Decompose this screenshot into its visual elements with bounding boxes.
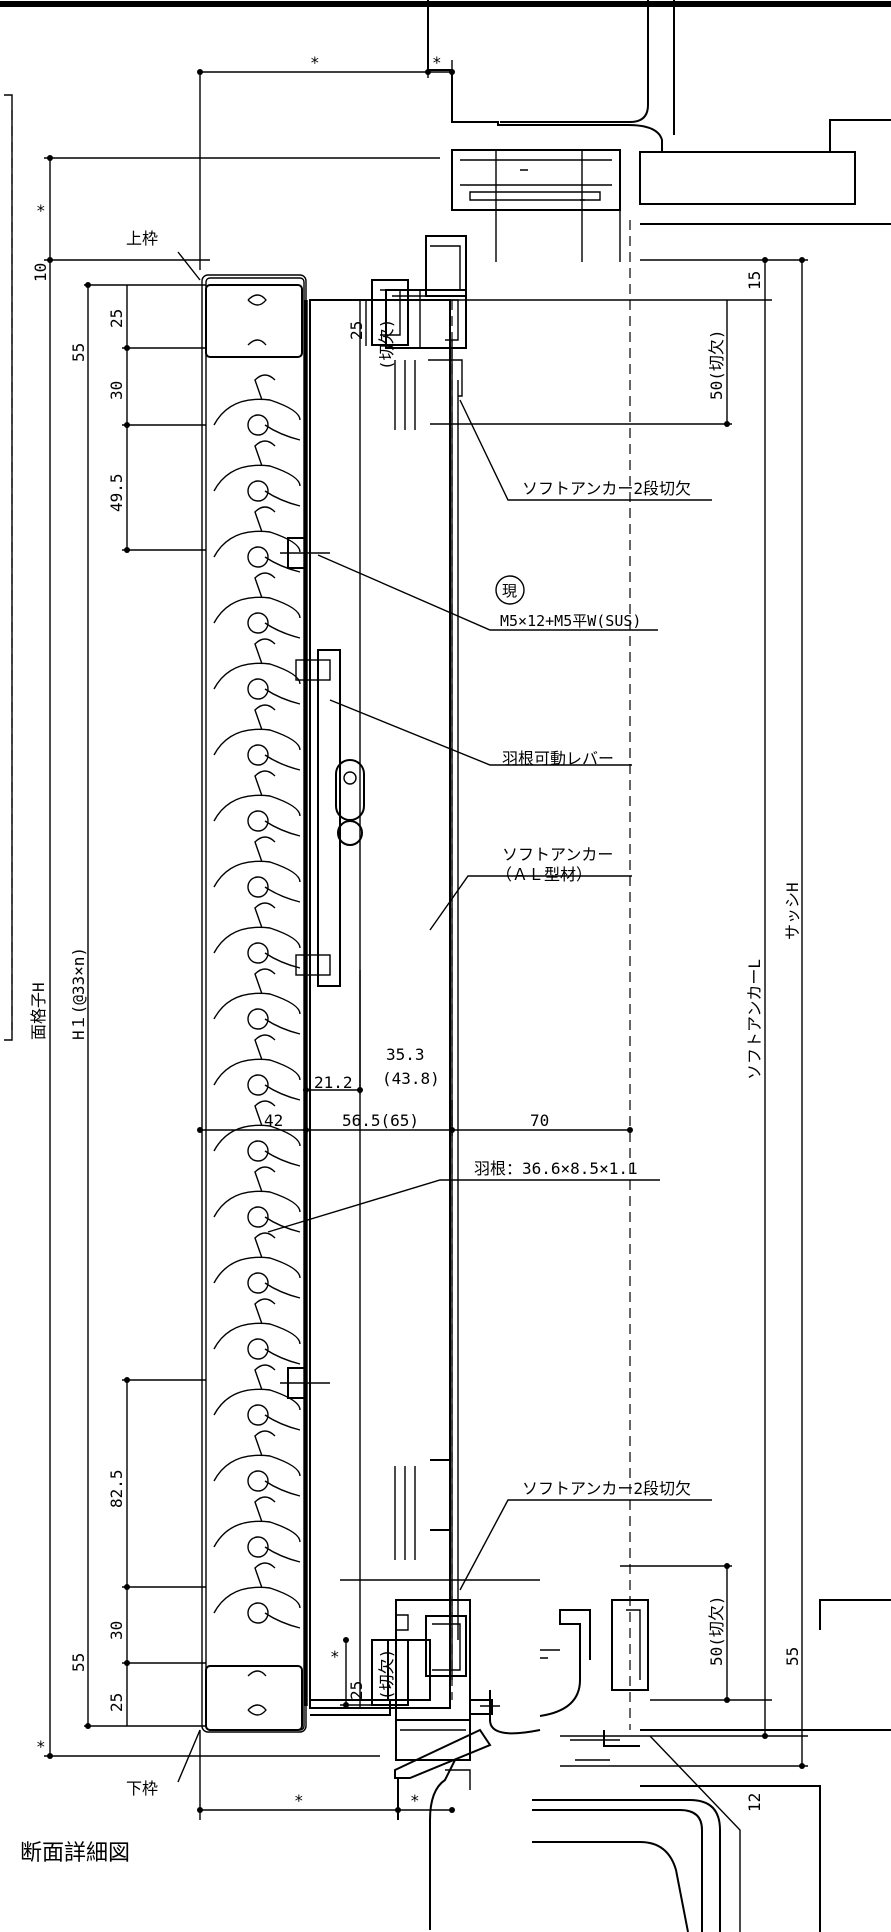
dim-left-star-2: * [36, 1737, 46, 1756]
label-screw-spec: M5×12+M5平W(SUS) [500, 612, 641, 630]
label-h1: H１(@33×n) [69, 947, 88, 1040]
dim-82-5: 82.5 [107, 1469, 126, 1508]
dim-21-2: 21.2 [314, 1073, 353, 1092]
dim-top-star-1: * [310, 53, 320, 72]
left-bracket [4, 94, 13, 1041]
dim-25-notch-top: 25 [347, 321, 366, 340]
dim-notch-top: (切欠) [377, 319, 396, 370]
dim-30-bottom: 30 [107, 1621, 126, 1640]
dim-10: 10 [31, 263, 50, 282]
dim-left-star-1: * [36, 201, 46, 220]
dim-top-star-2: * [432, 53, 442, 72]
dimension-lines [44, 60, 808, 1932]
label-blade-spec: 羽根：36.6×8.5×1.1 [474, 1159, 638, 1178]
dim-70: 70 [530, 1111, 549, 1130]
label-sash-h: サッシH [783, 882, 802, 940]
dim-35-3: 35.3 [386, 1045, 425, 1064]
label-upper-frame: 上枠 [126, 229, 158, 248]
site-mark-circle [495, 575, 525, 605]
label-soft-anchor-material: （ＡＬ型材） [496, 865, 592, 884]
dim-notch-star: * [330, 1647, 340, 1666]
label-notch-top: ソフトアンカー2段切欠 [522, 479, 691, 498]
dim-25-bottom: 25 [107, 1693, 126, 1712]
label-blade-lever: 羽根可動レバー [502, 749, 614, 768]
dim-notch-bottom: (切欠) [377, 1649, 396, 1700]
lower-sash [387, 1599, 891, 1932]
dim-55-right: 55 [783, 1647, 802, 1666]
dim-bottom-star-2: * [410, 1791, 420, 1810]
annotations: * * * * * * * 上枠 下枠 ソフトアンカー2段切欠 ソフトアンカー2… [20, 53, 802, 1866]
dim-55-bottom: 55 [69, 1653, 88, 1672]
label-facade-h: 面格子H [29, 982, 48, 1040]
louver-blades [213, 374, 301, 1629]
dim-25-top: 25 [107, 309, 126, 328]
dim-50-notch-top: 50(切欠) [707, 329, 726, 400]
drawing-title: 断面詳細図 [20, 1841, 130, 1866]
label-soft-anchor-l: ソフトアンカーL [745, 959, 764, 1080]
dim-55-top: 55 [69, 343, 88, 362]
site-mark: 現 [502, 582, 517, 600]
soft-anchor-profile [309, 220, 631, 1730]
label-soft-anchor: ソフトアンカー [502, 845, 613, 864]
dim-bottom-star-1: * [294, 1791, 304, 1810]
dim-49-5: 49.5 [107, 473, 126, 512]
label-notch-bottom: ソフトアンカー2段切欠 [522, 1479, 691, 1498]
dim-15: 15 [745, 271, 764, 290]
blade-lever [280, 537, 365, 1399]
sash-frame [385, 0, 891, 349]
dim-25-notch-bottom: 25 [347, 1681, 366, 1700]
dim-56-5: 56.5(65) [342, 1111, 419, 1130]
label-lower-frame: 下枠 [126, 1779, 158, 1798]
dim-12: 12 [745, 1793, 764, 1812]
dim-43-8: (43.8) [382, 1069, 440, 1088]
dim-42: 42 [264, 1111, 283, 1130]
dim-50-notch-bottom: 50(切欠) [707, 1595, 726, 1666]
dimension-dots [47, 69, 805, 1813]
dim-30-top: 30 [107, 381, 126, 400]
